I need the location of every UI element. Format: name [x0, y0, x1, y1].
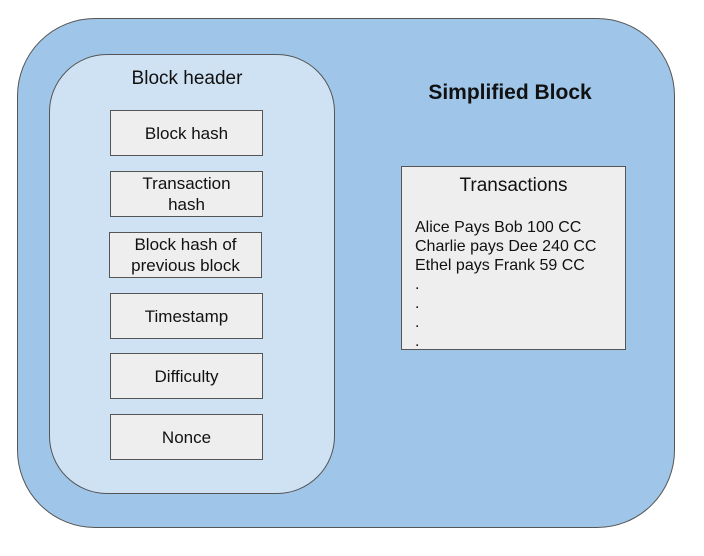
transaction-entry: Ethel pays Frank 59 CC [415, 257, 585, 274]
timestamp-field: Timestamp [110, 293, 263, 339]
continuation-dot: . [415, 314, 420, 331]
transaction-entry: Alice Pays Bob 100 CC [415, 219, 582, 236]
transactions-title: Transactions [459, 175, 568, 196]
field-label-line: Transaction [142, 174, 231, 193]
continuation-dot: . [415, 333, 420, 350]
field-label-line: previous block [131, 256, 240, 275]
nonce-field: Nonce [110, 414, 263, 460]
block-header-title: Block header [131, 68, 243, 89]
block-hash-field: Block hash [110, 110, 263, 156]
field-label-line: Block hash [144, 123, 229, 143]
continuation-dot: . [415, 276, 420, 293]
transactions-box: Transactions Alice Pays Bob 100 CC Charl… [401, 166, 626, 350]
difficulty-field: Difficulty [110, 353, 263, 399]
diagram-title: Simplified Block [428, 81, 592, 104]
continuation-dot: . [415, 295, 420, 312]
field-label-line: Block hash of [134, 235, 237, 254]
field-label-line: Difficulty [154, 366, 219, 386]
previous-block-hash-field: Block hash of previous block [109, 232, 262, 278]
field-label-line: Nonce [161, 427, 212, 447]
field-label-line: Timestamp [144, 306, 229, 326]
transaction-hash-field: Transaction hash [110, 171, 263, 217]
transactions-list: Alice Pays Bob 100 CC Charlie pays Dee 2… [415, 218, 596, 351]
field-label-line: hash [168, 195, 205, 214]
transaction-entry: Charlie pays Dee 240 CC [415, 238, 597, 255]
